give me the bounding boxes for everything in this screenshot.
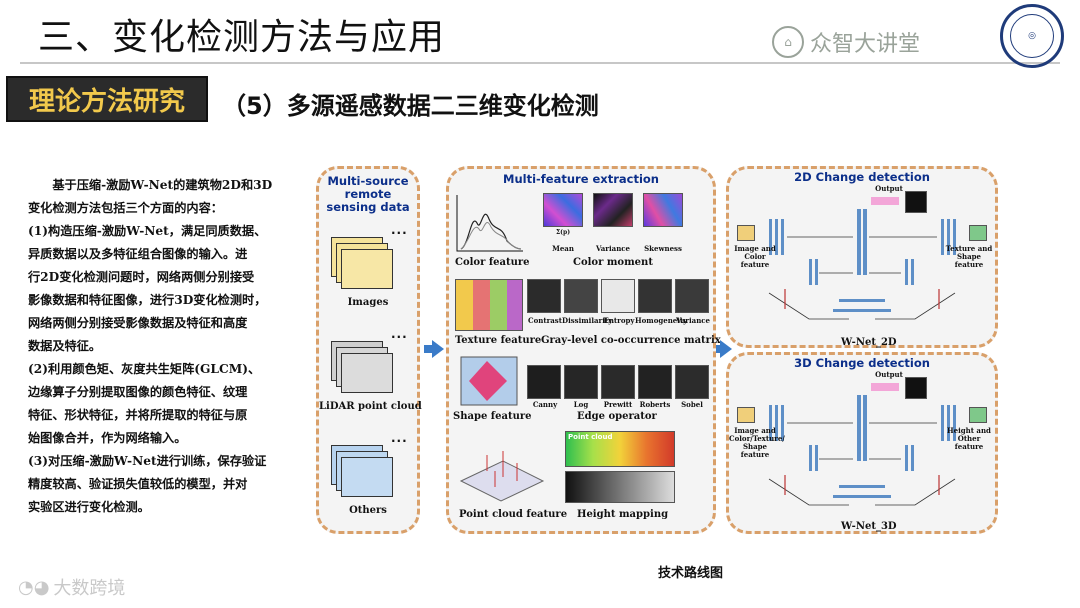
- body-paragraph: 基于压缩-激励W-Net的建筑物2D和3D 变化检测方法包括三个方面的内容：: [28, 174, 304, 220]
- wnet-3d-diagram: [749, 395, 975, 525]
- ellipsis: ...: [391, 223, 408, 237]
- section-subtitle: （5）多源遥感数据二三维变化检测: [222, 86, 599, 121]
- change-detection-3d-panel: 3D Change detection Output Image and Col…: [726, 352, 998, 534]
- section-label: 理论方法研究: [6, 76, 208, 122]
- edge-canny-image: [527, 365, 561, 399]
- input-stack-left-icon: [737, 407, 755, 423]
- images-stack-icon: [331, 237, 395, 293]
- mean-image: [543, 193, 583, 227]
- glcm-homogeneity-image: [638, 279, 672, 313]
- input-stack-left-icon: [737, 225, 755, 241]
- arrow-right-icon: [432, 340, 444, 358]
- color-feature-label: Color feature: [455, 257, 530, 268]
- edge-log-image: [564, 365, 598, 399]
- edge-log-label: Log: [564, 401, 598, 409]
- change-2d-title: 2D Change detection: [729, 171, 995, 184]
- wnet-2d-diagram: [749, 209, 975, 339]
- left-input-label: Image and Color feature: [729, 245, 781, 269]
- wnet-2d-label: W-Net_2D: [841, 337, 897, 348]
- edge-canny-label: Canny: [527, 401, 563, 409]
- seal-inner: ◎: [1010, 14, 1054, 58]
- texture-feature-label: Texture feature: [455, 335, 541, 346]
- edge-sobel-image: [675, 365, 709, 399]
- edge-prewitt-label: Prewitt: [601, 401, 635, 409]
- arrow-right-icon: [720, 340, 732, 358]
- source-panel: Multi-source remote sensing data ... Ima…: [316, 166, 420, 534]
- body-text: 基于压缩-激励W-Net的建筑物2D和3D 变化检测方法包括三个方面的内容： (…: [28, 174, 304, 519]
- output-label: Output: [869, 371, 909, 379]
- glcm-homogeneity-label: Homogeneity: [635, 317, 675, 325]
- edge-prewitt-image: [601, 365, 635, 399]
- feature-title: Multi-feature extraction: [449, 173, 713, 186]
- wnet-3d-label: W-Net_3D: [841, 521, 897, 532]
- body-paragraph: (3)对压缩-激励W-Net进行训练，保存验证 精度较高、验证损失值较低的模型，…: [28, 450, 304, 519]
- change-detection-2d-panel: 2D Change detection Output Image and Col…: [726, 166, 998, 348]
- glcm-entropy-image: [601, 279, 635, 313]
- university-seal: ◎: [1000, 4, 1064, 68]
- figure-caption: 技术路线图: [658, 562, 723, 581]
- lidar-stack-icon: [331, 341, 395, 397]
- feature-panel: Multi-feature extraction Color feature Σ…: [446, 166, 716, 534]
- input-stack-right-icon: [969, 225, 987, 241]
- glcm-contrast-label: Contrast: [527, 317, 563, 325]
- histogram-icon: [455, 193, 525, 253]
- color-moment-label: Color moment: [573, 257, 653, 268]
- glcm-variance-image: [675, 279, 709, 313]
- output-arrow: [871, 383, 899, 391]
- shape-feature-label: Shape feature: [453, 411, 531, 422]
- output-label: Output: [869, 185, 909, 193]
- moment-variance: Variance: [589, 245, 637, 253]
- others-stack-icon: [331, 445, 395, 501]
- left-input-label: Image and Color/Texture/ Shape feature: [729, 427, 781, 459]
- slide-title: 三、变化检测方法与应用: [38, 8, 445, 60]
- glcm-entropy-label: Entropy: [601, 317, 637, 325]
- lidar-label: LiDAR point cloud: [319, 401, 417, 412]
- edge-roberts-image: [638, 365, 672, 399]
- point-cloud-icon: [457, 441, 547, 503]
- building-icon: ⌂: [772, 26, 804, 58]
- brand-name: 众智大讲堂: [810, 26, 920, 58]
- images-label: Images: [319, 297, 417, 308]
- glcm-dissimilarity-label: Dissimilarity: [562, 317, 602, 325]
- body-paragraph: (1)构造压缩-激励W-Net，满足同质数据、 异质数据以及多特征组合图像的输入…: [28, 220, 304, 358]
- point-cloud-image: Point cloud: [565, 431, 675, 467]
- watermark-logo-icon: ◔◕: [18, 577, 49, 598]
- others-label: Others: [319, 505, 417, 516]
- right-input-label: Texture and Shape feature: [943, 245, 995, 269]
- title-divider: [20, 62, 1060, 64]
- edge-sobel-label: Sobel: [675, 401, 709, 409]
- moment-formula: Σ(p): [543, 229, 583, 237]
- input-stack-right-icon: [969, 407, 987, 423]
- watermark-text: 大数跨境: [53, 574, 125, 600]
- brand-logo: ⌂ 众智大讲堂: [772, 26, 920, 58]
- edge-roberts-label: Roberts: [638, 401, 672, 409]
- edge-operator-label: Edge operator: [577, 411, 657, 422]
- skewness-image: [643, 193, 683, 227]
- output-arrow: [871, 197, 899, 205]
- glcm-dissimilarity-image: [564, 279, 598, 313]
- shape-feature-icon: [459, 355, 519, 407]
- height-map-image: [565, 471, 675, 503]
- glcm-label: Gray-level co-occurrence matrix: [541, 335, 721, 346]
- ellipsis: ...: [391, 327, 408, 341]
- moment-mean: Mean: [539, 245, 587, 253]
- height-mapping-label: Height mapping: [577, 509, 668, 520]
- ellipsis: ...: [391, 431, 408, 445]
- body-paragraph: (2)利用颜色矩、灰度共生矩阵(GLCM)、 边缘算子分别提取图像的颜色特征、纹…: [28, 358, 304, 450]
- right-input-label: Height and Other feature: [943, 427, 995, 451]
- variance-image: [593, 193, 633, 227]
- change-3d-title: 3D Change detection: [729, 357, 995, 370]
- point-cloud-caption: Point cloud: [568, 433, 612, 441]
- glcm-contrast-image: [527, 279, 561, 313]
- moment-skewness: Skewness: [639, 245, 687, 253]
- texture-grid-image: [455, 279, 523, 331]
- point-cloud-feature-label: Point cloud feature: [459, 509, 567, 520]
- watermark: ◔◕ 大数跨境: [18, 574, 125, 600]
- source-title: Multi-source remote sensing data: [319, 175, 417, 214]
- glcm-variance-label: Variance: [675, 317, 711, 325]
